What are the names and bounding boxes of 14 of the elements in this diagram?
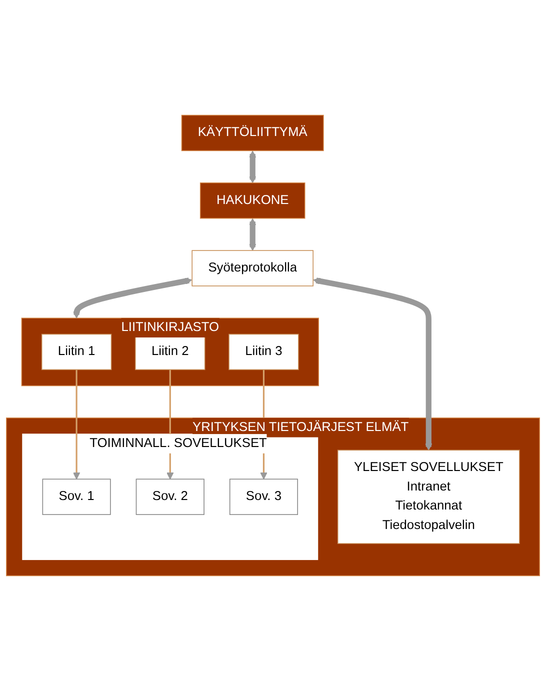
node-box: Sov. 1 xyxy=(42,478,111,515)
node-box: Liitin 1 xyxy=(41,334,112,370)
node-box: Sov. 2 xyxy=(136,478,204,515)
arrow xyxy=(249,218,256,251)
arrow xyxy=(73,278,192,318)
arrow xyxy=(313,278,432,450)
arrow xyxy=(73,370,80,480)
node-box: Syöteprotokolla xyxy=(192,250,314,286)
node-box: Liitin 3 xyxy=(228,334,299,370)
node-box: YLEISET SOVELLUKSET Intranet Tietokannat Tiedostopalvelin xyxy=(337,450,520,544)
node-box: KÄYTTÖLIITTYMÄ xyxy=(181,114,324,152)
node-box: HAKUKONE xyxy=(200,182,306,219)
arrow xyxy=(249,150,256,184)
node-box: Sov. 3 xyxy=(229,478,298,515)
